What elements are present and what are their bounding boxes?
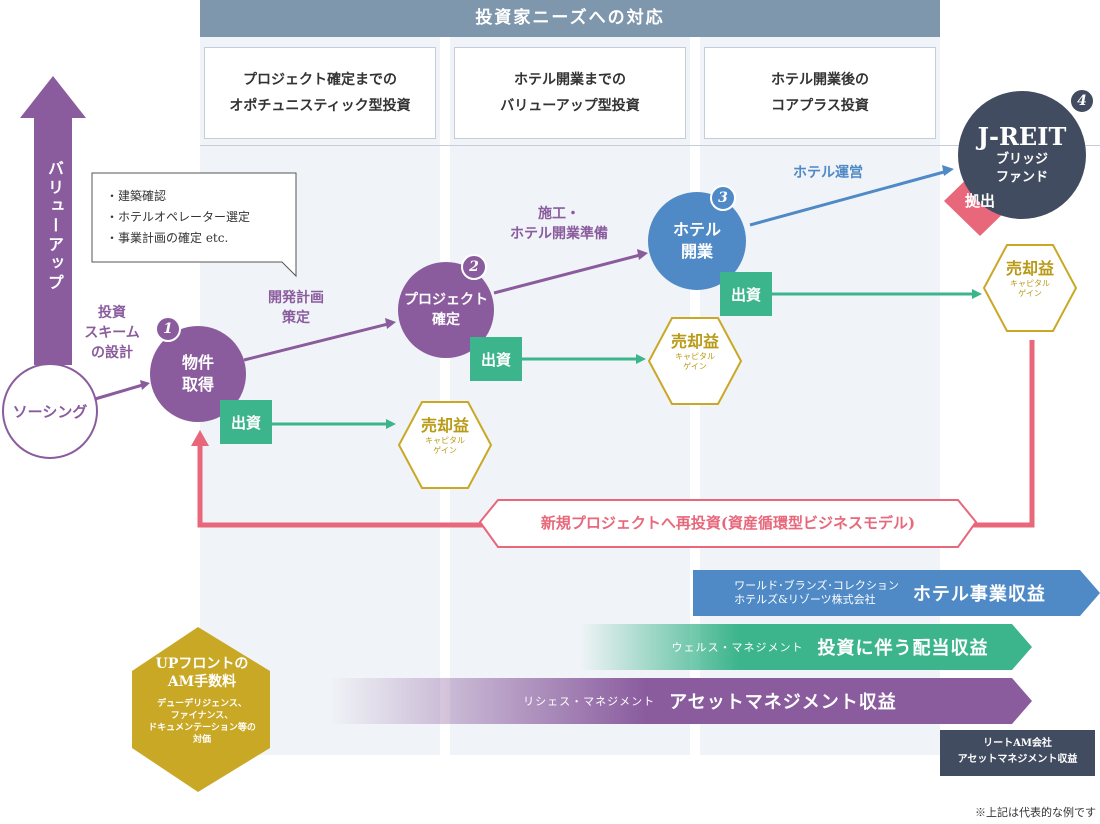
column-divider-line — [200, 145, 1100, 146]
exit-label: 拠出 — [964, 192, 995, 210]
arrow-project-to-opening — [493, 253, 641, 295]
column-header-core-plus: ホテル開業後の コアプラス投資 — [704, 47, 936, 139]
gain-hexagon-2 — [647, 317, 743, 405]
sourcing-label: ソーシング — [12, 402, 88, 421]
scheme-design-label: 投資 スキーム の設計 — [84, 305, 140, 361]
note-item: ・ホテルオペレーター選定 — [106, 210, 251, 224]
banner-am — [330, 678, 1032, 724]
gain-sub: ゲイン — [433, 446, 457, 455]
reinvest-label-box — [478, 499, 978, 548]
note-list: ・建築確認 ・ホテルオペレーター選定 ・事業計画の確定 etc. — [106, 186, 250, 249]
investment-box-1: 出資 — [220, 400, 272, 444]
gain-hexagon-1 — [397, 401, 493, 489]
banner-hotel — [693, 570, 1100, 616]
note-item: ・建築確認 — [106, 189, 167, 203]
reinvest-label: 新規プロジェクトへ再投資(資産循環型ビジネスモデル) — [540, 514, 916, 532]
investor-needs-header: 投資家ニーズへの対応 — [200, 0, 940, 37]
reinvest-arrowhead — [191, 430, 209, 446]
upfront-hexagon — [132, 627, 270, 792]
arrow-sourcing-to-acquisition — [94, 382, 147, 401]
reit-am-label: リートAM会社 アセットマネジメント収益 — [957, 738, 1078, 765]
value-up-label: バリューアップ — [45, 160, 64, 293]
step-project-label: プロジェクト 確定 — [404, 292, 488, 328]
gain-sub: キャピタル — [675, 352, 715, 361]
arrow-opening-to-jreit — [749, 170, 945, 227]
note-bubble — [91, 172, 297, 278]
hotel-revenue-banner-text: ワールド･ブランズ･コレクション ホテルズ&リゾーツ株式会社 ホテル事業収益 — [700, 570, 1080, 616]
upfront-desc: デューデリジェンス、 ファイナンス、 ドキュメンテーション等の 対価 — [148, 699, 256, 745]
investment-box-3: 出資 — [720, 272, 772, 316]
dev-plan-label: 開発計画 策定 — [268, 290, 324, 326]
column-header-value-add: ホテル開業までの バリューアップ型投資 — [454, 47, 686, 139]
gain-hexagon-3 — [982, 244, 1078, 332]
company-name: ワールド･ブランズ･コレクション ホテルズ&リゾーツ株式会社 — [734, 579, 899, 606]
footnote: ※上記は代表的な例です — [975, 806, 1096, 819]
jreit-sub: ブリッジ ファンド — [995, 152, 1048, 185]
banner-dividend — [580, 624, 1032, 670]
revenue-label: 投資に伴う配当収益 — [817, 638, 989, 659]
gain-sub: キャピタル — [425, 436, 465, 445]
gain-label-3: 売却益 キャピタル ゲイン — [985, 255, 1075, 299]
step-opening-label: ホテル 開業 — [672, 220, 721, 261]
gain-label-1: 売却益 キャピタル ゲイン — [400, 412, 490, 456]
arrow-acquisition-to-project — [243, 322, 389, 362]
dividend-revenue-banner-text: ウェルス・マネジメント 投資に伴う配当収益 — [640, 624, 1020, 670]
column-header-opportunistic: プロジェクト確定までの オポチュニスティック型投資 — [204, 47, 436, 139]
reinvest-loop-line — [197, 340, 1035, 528]
company-name: リシェス・マネジメント — [523, 695, 656, 708]
reit-am-box — [940, 730, 1095, 776]
value-up-arrow — [20, 76, 86, 365]
note-item: ・事業計画の確定 etc. — [106, 231, 229, 245]
step-number-2: 2 — [461, 254, 487, 280]
company-name: ウェルス・マネジメント — [671, 641, 804, 654]
gain-label-2: 売却益 キャピタル ゲイン — [650, 328, 740, 372]
gain-main: 売却益 — [420, 416, 469, 435]
construction-label: 施工・ ホテル開業準備 — [510, 206, 608, 242]
gain-sub: ゲイン — [1018, 289, 1042, 298]
step-number-3: 3 — [710, 185, 736, 211]
gain-main: 売却益 — [1005, 259, 1054, 278]
gain-sub: ゲイン — [683, 362, 707, 371]
step-acquisition-label: 物件 取得 — [181, 353, 214, 394]
upfront-title: UPフロントの AM手数料 — [155, 656, 249, 690]
sourcing-circle: ソーシング — [2, 363, 98, 459]
am-revenue-banner-text: リシェス・マネジメント アセットマネジメント収益 — [470, 678, 950, 724]
jreit-title: J-REIT — [977, 122, 1067, 151]
jreit-circle: J-REIT ブリッジ ファンド — [958, 91, 1086, 219]
revenue-label: アセットマネジメント収益 — [669, 692, 897, 713]
step-number-1: 1 — [155, 316, 181, 342]
gain-main: 売却益 — [670, 332, 719, 351]
revenue-label: ホテル事業収益 — [912, 584, 1046, 605]
step-number-4: 4 — [1069, 88, 1095, 114]
investment-box-2: 出資 — [470, 337, 522, 381]
gain-sub: キャピタル — [1010, 279, 1050, 288]
hotel-ops-label: ホテル運営 — [793, 165, 863, 181]
